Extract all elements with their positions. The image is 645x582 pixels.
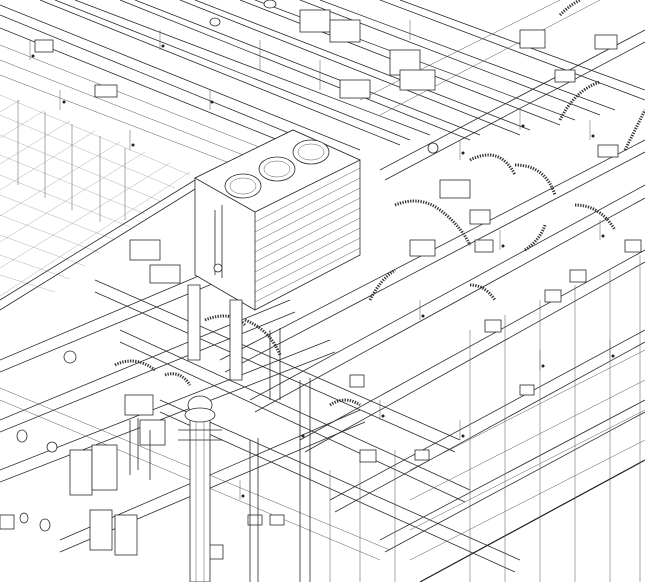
- background-columns: [17, 100, 126, 222]
- duct-drops: [129, 328, 311, 582]
- flexible-duct-connectors: [114, 0, 645, 407]
- aho-fan-3-icon: [292, 139, 330, 165]
- vertical-riser: [178, 395, 222, 582]
- cross-ducts: [219, 0, 645, 582]
- round-duct-ends: [16, 0, 439, 532]
- aho-fan-2-icon: [258, 156, 296, 182]
- riser-under-unit: [187, 284, 243, 381]
- facade-grid: [329, 255, 645, 582]
- small-marks: [31, 44, 615, 498]
- aho-fan-1-icon: [224, 173, 262, 199]
- air-handling-unit: [194, 129, 361, 311]
- duct-fittings: [0, 9, 642, 560]
- floor-slab-grid: [0, 94, 201, 311]
